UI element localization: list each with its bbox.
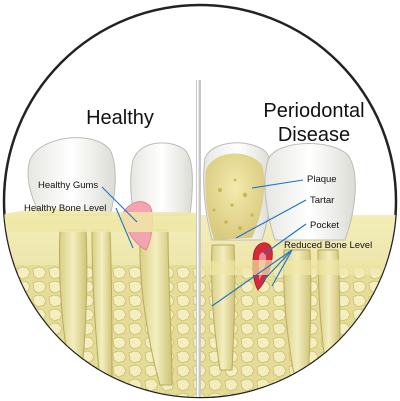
periodontal-title-line2: Disease: [278, 124, 350, 146]
label-reduced-bone-level: Reduced Bone Level: [284, 240, 372, 251]
healthy-title: Healthy: [86, 107, 154, 129]
label-plaque: Plaque: [307, 174, 337, 185]
periodontal-title-line1: Periodontal: [263, 100, 364, 122]
label-healthy-gums: Healthy Gums: [38, 180, 98, 191]
label-pocket: Pocket: [310, 220, 339, 231]
label-tartar: Tartar: [310, 195, 334, 206]
label-healthy-bone-level: Healthy Bone Level: [24, 203, 106, 214]
